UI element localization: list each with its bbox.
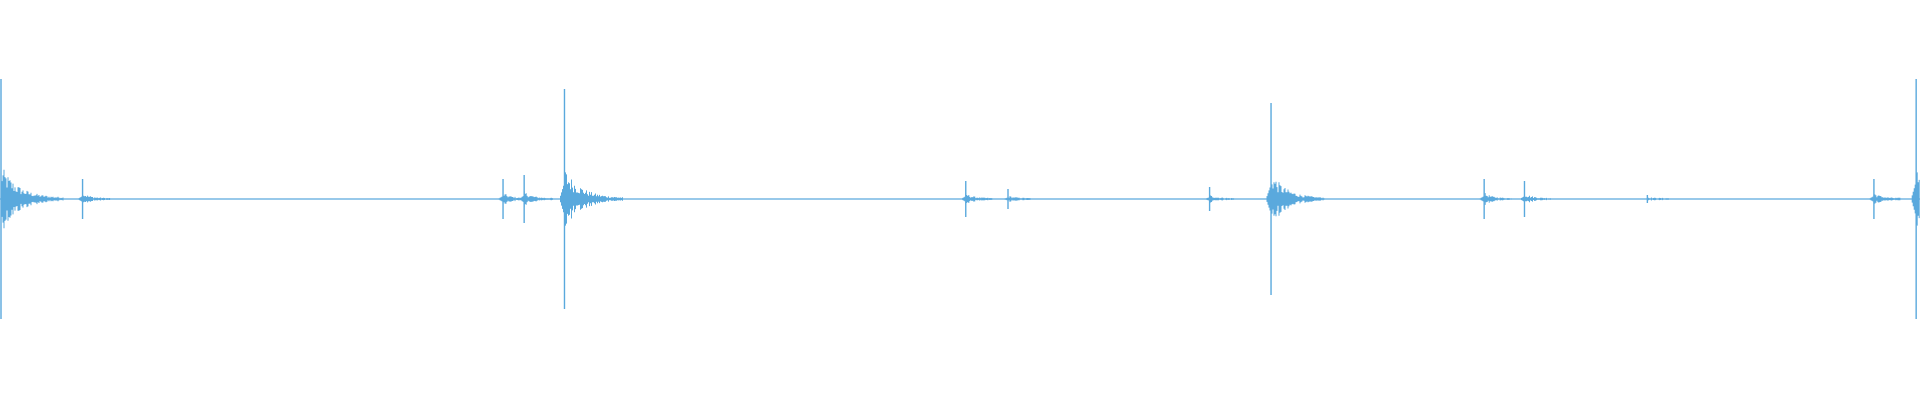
waveform-transient [1520,181,1551,217]
waveform-transient [1003,189,1032,209]
transient-attack [1479,196,1484,202]
transient-decay [1483,193,1512,205]
waveform-transient [1266,103,1325,295]
transient-decay [1873,194,1902,204]
transient-attack [1003,197,1008,201]
transient-attack [78,196,83,202]
transient-attack [1642,198,1647,200]
transient-decay [1007,196,1032,202]
transient-attack [961,196,966,202]
transient-attack [519,196,524,202]
waveform-transient [961,181,993,217]
waveform-transient [0,79,64,319]
transient-attack [1869,196,1874,202]
waveform-transient [560,89,623,309]
waveform-transient [1911,79,1920,319]
transient-attack [560,185,564,213]
transient-attack [1520,196,1524,202]
waveform-transient [1642,195,1669,203]
waveform-transient [1869,179,1902,219]
transient-decay [523,191,553,207]
transient-attack [498,196,503,202]
transient-attack [1205,197,1210,201]
transient-decay [1915,172,1920,226]
transient-decay [1524,195,1551,203]
transient-decay [564,172,623,226]
transient-decay [1209,195,1235,203]
waveform-transient [1205,187,1235,211]
transient-decay [965,193,993,205]
transient-attack [1266,187,1271,211]
waveform-transient [78,179,111,219]
transient-decay [0,169,64,229]
transient-decay [82,195,111,203]
waveform-transient [1479,179,1512,219]
transient-attack [1911,184,1916,214]
transient-decay [1646,197,1669,201]
transient-decay [1270,177,1325,221]
waveform-transient [519,175,553,223]
